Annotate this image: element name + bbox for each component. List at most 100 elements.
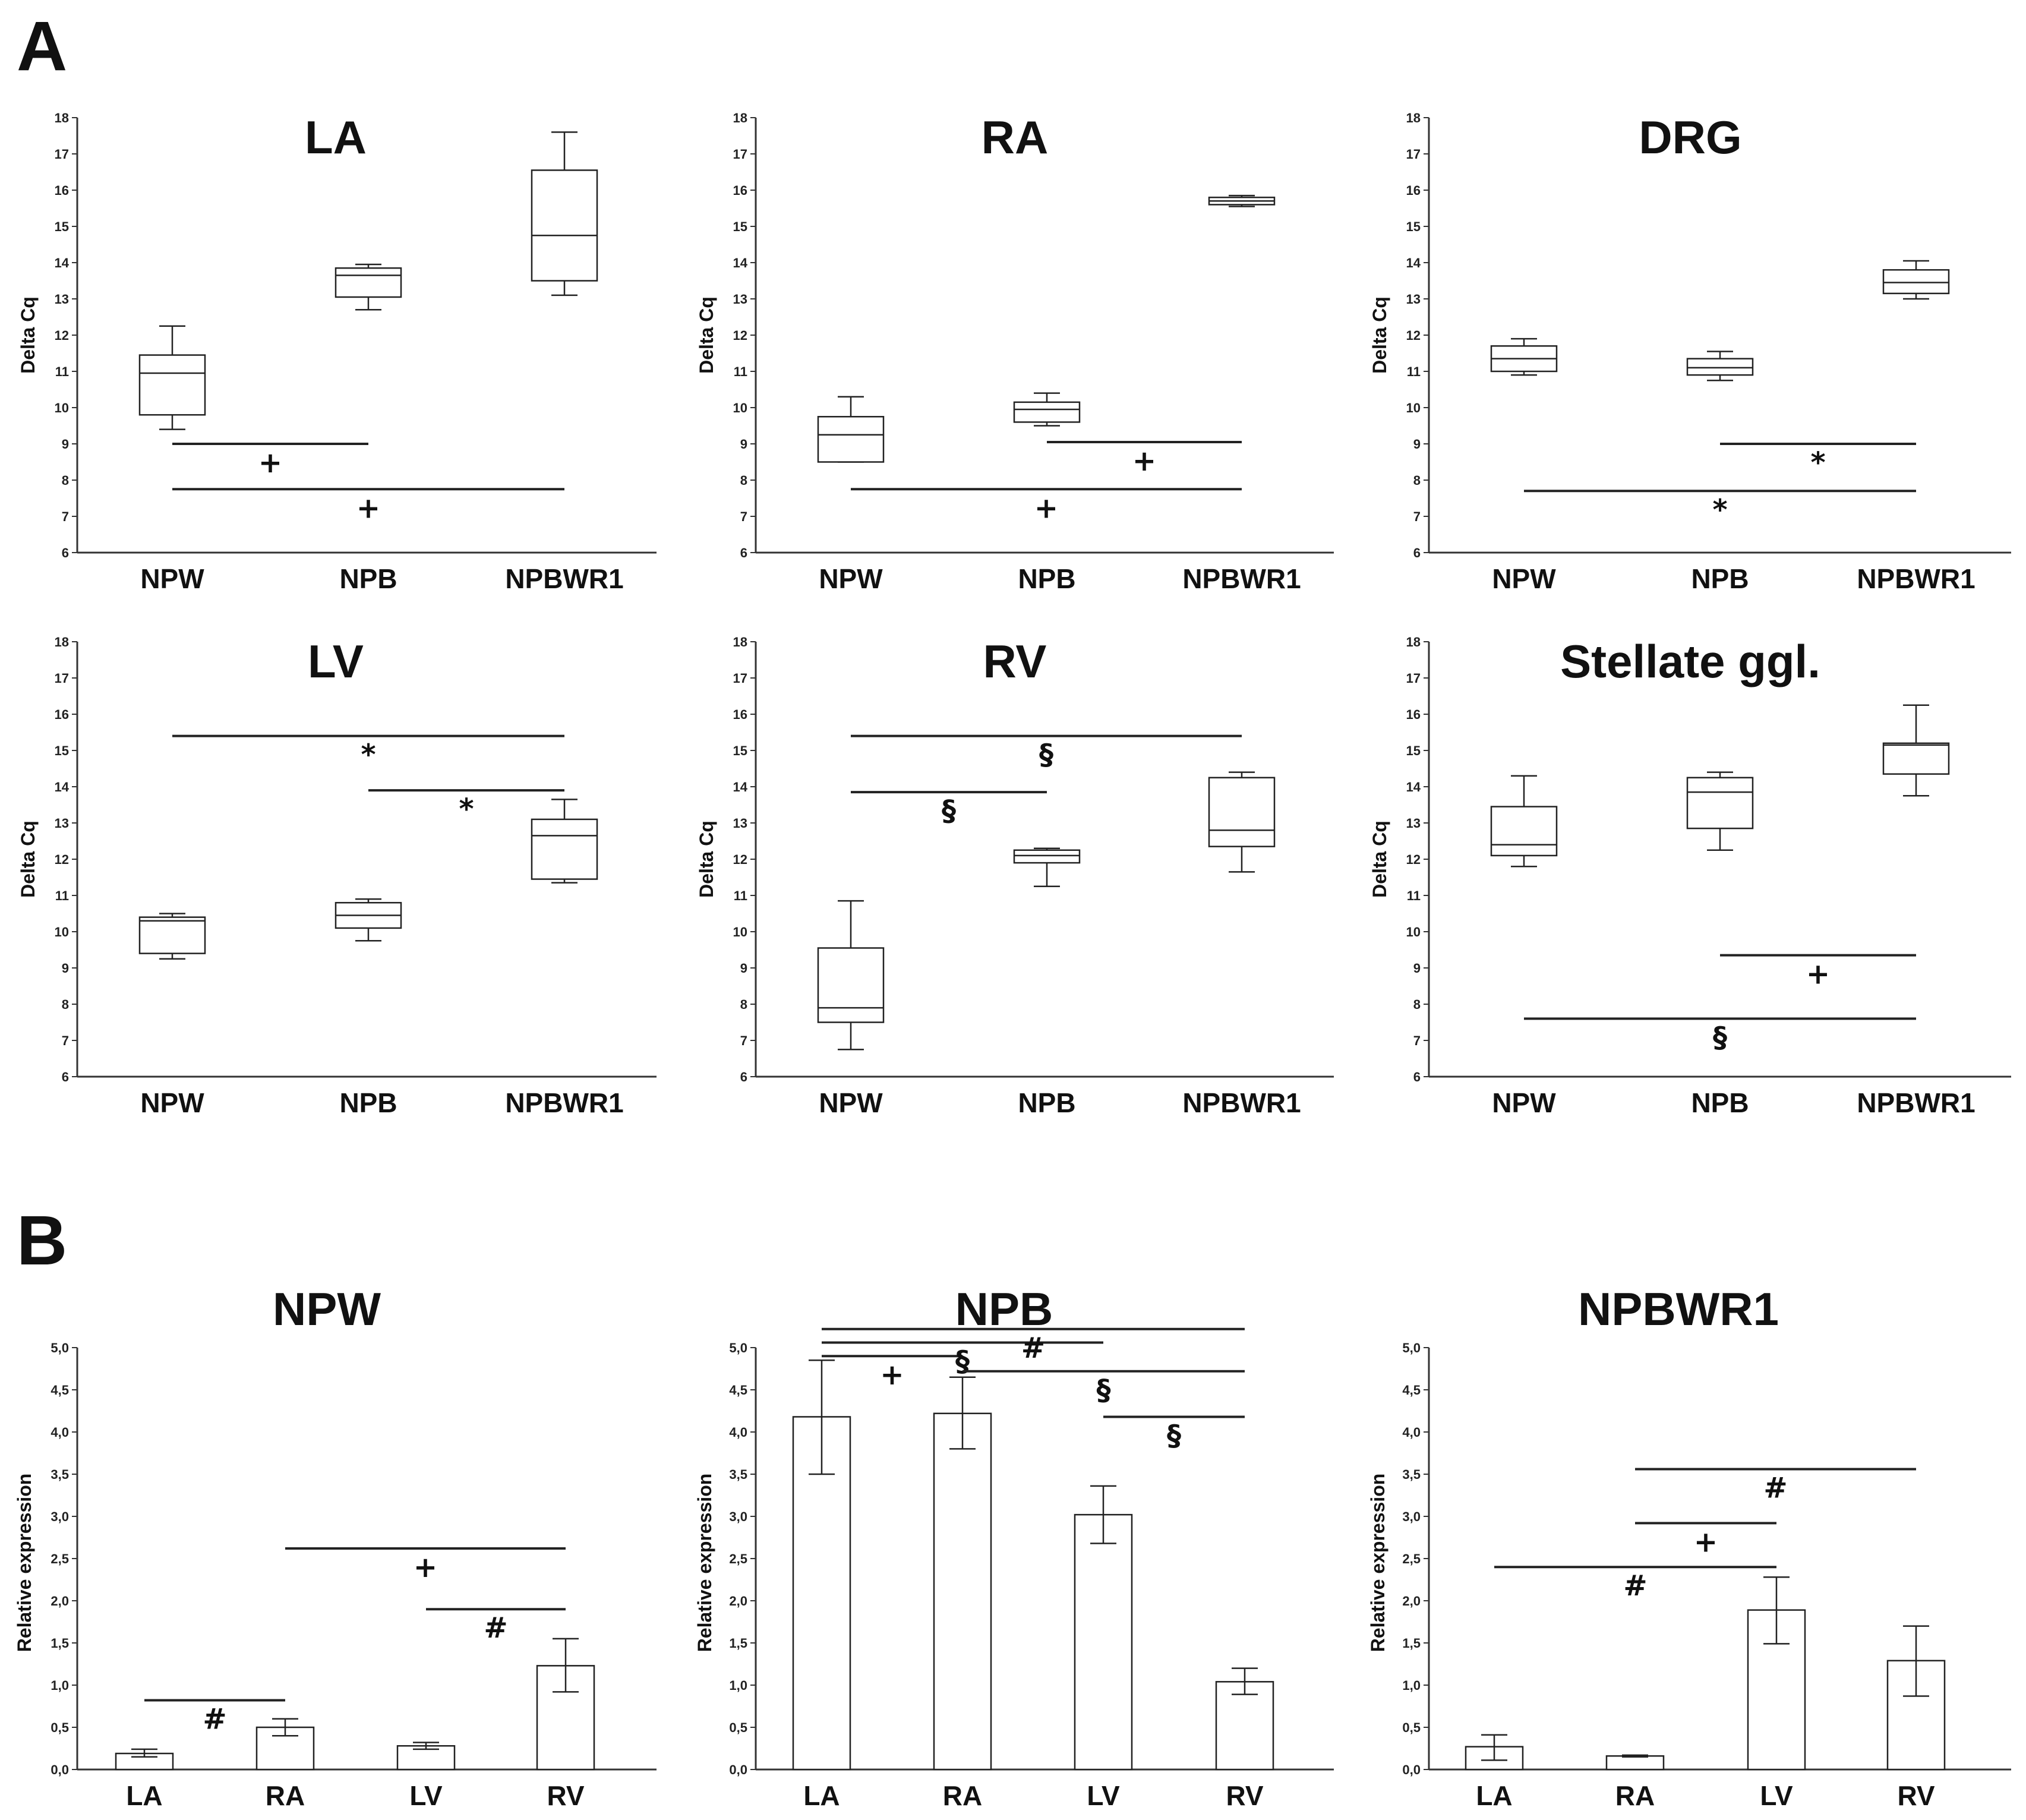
- x-tick-label: NPBWR1: [505, 563, 623, 594]
- chart-title: Stellate ggl.: [1560, 635, 1820, 687]
- x-tick-label: NPW: [819, 1087, 883, 1118]
- chart-title: NPW: [273, 1283, 381, 1335]
- chart-title: DRG: [1639, 111, 1741, 163]
- y-tick-label: 15: [733, 743, 747, 758]
- box: [1882, 269, 1950, 295]
- y-tick-label: 0,5: [729, 1720, 747, 1735]
- chart-title: RV: [983, 635, 1047, 687]
- y-tick-label: 6: [62, 1070, 69, 1084]
- y-tick-label: 1,5: [51, 1636, 69, 1651]
- y-tick-label: 7: [1413, 1033, 1421, 1048]
- y-tick-label: 14: [55, 256, 70, 270]
- chart-title: NPB: [955, 1283, 1053, 1335]
- y-tick-label: 18: [55, 111, 69, 125]
- y-tick-label: 16: [733, 183, 747, 198]
- y-axis-label: Delta Cq: [696, 297, 717, 374]
- y-tick-label: 14: [733, 256, 748, 270]
- y-tick-label: 17: [55, 147, 69, 162]
- y-tick-label: 3,0: [51, 1509, 69, 1524]
- y-tick-label: 12: [733, 328, 747, 343]
- bar: [1074, 1513, 1133, 1771]
- significance-marker: +: [880, 1358, 904, 1392]
- y-tick-label: 1,0: [51, 1678, 69, 1693]
- y-tick-label: 15: [1406, 743, 1421, 758]
- chart-npw: NPW0,00,51,01,52,02,53,03,54,04,55,0Rela…: [14, 1283, 657, 1811]
- significance-marker: +: [1694, 1525, 1718, 1559]
- y-tick-label: 7: [62, 1033, 69, 1048]
- y-tick-label: 6: [62, 545, 69, 560]
- y-tick-label: 2,5: [51, 1551, 69, 1566]
- y-tick-label: 3,0: [729, 1509, 747, 1524]
- y-tick-label: 0,0: [51, 1762, 69, 1777]
- y-tick-label: 16: [55, 183, 69, 198]
- y-tick-label: 3,0: [1402, 1509, 1421, 1524]
- significance-marker: +: [258, 446, 282, 480]
- panel-label-a: A: [17, 7, 67, 86]
- y-tick-label: 7: [62, 509, 69, 524]
- y-tick-label: 11: [55, 364, 69, 379]
- chart-npb: NPB0,00,51,01,52,02,53,03,54,04,55,0Rela…: [694, 1283, 1334, 1811]
- y-tick-label: 7: [740, 509, 747, 524]
- box: [1882, 742, 1950, 775]
- y-tick-label: 12: [733, 852, 747, 867]
- x-tick-label: RV: [547, 1780, 584, 1811]
- y-tick-label: 1,0: [729, 1678, 747, 1693]
- y-tick-label: 11: [1407, 364, 1421, 379]
- y-tick-label: 17: [1406, 147, 1421, 162]
- y-tick-label: 8: [740, 997, 747, 1012]
- significance-marker: +: [356, 491, 380, 525]
- significance-marker: §: [1713, 1021, 1727, 1054]
- box: [138, 916, 206, 954]
- y-tick-label: 13: [733, 292, 747, 307]
- y-tick-label: 13: [733, 816, 747, 831]
- x-tick-label: NPB: [1691, 563, 1749, 594]
- y-tick-label: 8: [740, 473, 747, 488]
- significance-marker: §: [1097, 1374, 1111, 1407]
- x-tick-label: NPBWR1: [1857, 1087, 1975, 1118]
- y-tick-label: 12: [1406, 852, 1421, 867]
- significance-marker: §: [955, 1345, 970, 1378]
- y-tick-label: 15: [55, 743, 69, 758]
- box: [1013, 401, 1081, 423]
- y-tick-label: 8: [62, 473, 69, 488]
- y-tick-label: 1,5: [729, 1636, 747, 1651]
- y-axis-label: Delta Cq: [17, 821, 39, 898]
- y-tick-label: 11: [55, 888, 69, 903]
- y-tick-label: 6: [740, 545, 747, 560]
- x-tick-label: NPW: [140, 1087, 204, 1118]
- y-tick-label: 9: [62, 961, 69, 976]
- significance-marker: #: [1021, 1332, 1045, 1365]
- x-tick-label: LV: [409, 1780, 443, 1811]
- y-tick-label: 6: [740, 1070, 747, 1084]
- x-tick-label: NPW: [1492, 563, 1556, 594]
- y-tick-label: 14: [55, 780, 70, 794]
- y-tick-label: 14: [1406, 780, 1421, 794]
- bar: [792, 1416, 851, 1771]
- bar: [1605, 1755, 1665, 1771]
- x-tick-label: NPB: [339, 1087, 397, 1118]
- y-tick-label: 11: [1407, 888, 1421, 903]
- box: [1686, 358, 1754, 376]
- y-tick-label: 3,5: [51, 1467, 69, 1482]
- y-axis-label: Relative expression: [14, 1474, 35, 1652]
- y-tick-label: 10: [1406, 400, 1421, 415]
- y-tick-label: 4,5: [1402, 1383, 1421, 1398]
- x-tick-label: LA: [1476, 1780, 1512, 1811]
- box: [138, 354, 206, 416]
- y-tick-label: 6: [1413, 545, 1421, 560]
- y-tick-label: 4,5: [729, 1383, 747, 1398]
- y-axis-label: Delta Cq: [1369, 821, 1390, 898]
- y-tick-label: 17: [1406, 671, 1421, 686]
- y-tick-label: 5,0: [729, 1340, 747, 1355]
- y-tick-label: 17: [733, 671, 747, 686]
- y-tick-label: 15: [55, 219, 69, 234]
- y-tick-label: 9: [740, 961, 747, 976]
- y-tick-label: 9: [740, 437, 747, 452]
- x-tick-label: RV: [1226, 1780, 1263, 1811]
- y-tick-label: 18: [733, 635, 747, 649]
- box: [1686, 777, 1754, 829]
- y-tick-label: 8: [62, 997, 69, 1012]
